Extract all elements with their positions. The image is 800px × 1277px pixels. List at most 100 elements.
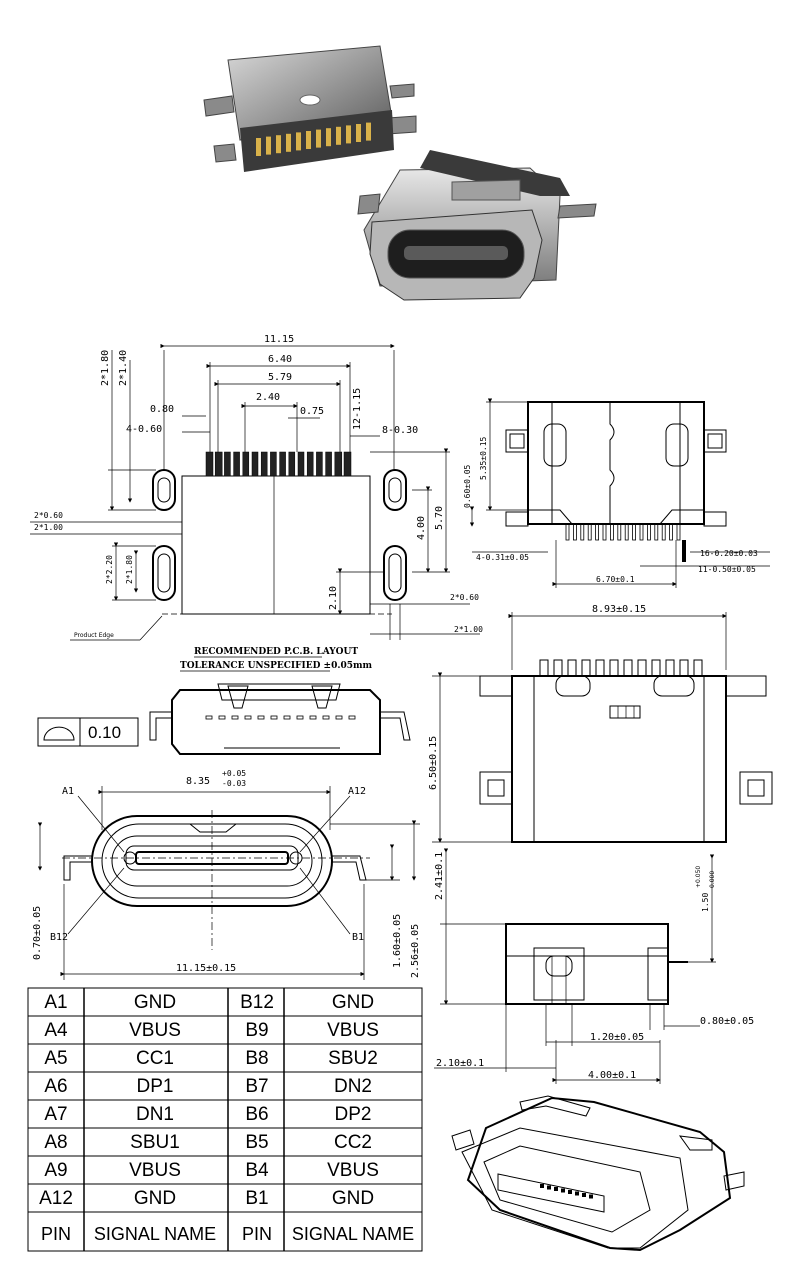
bottom-pin — [553, 659, 563, 677]
dim-2x0-60-left: 2*0.60 — [34, 511, 63, 520]
dim-6-50: 6.50±0.15 — [428, 736, 439, 790]
signal-cell: GND — [332, 1188, 374, 1209]
photo-pin — [346, 125, 351, 144]
profile-pin — [322, 715, 330, 720]
pin-cell: A5 — [44, 1048, 67, 1069]
dim-8-030: 8-0.30 — [382, 425, 418, 436]
label-b12: B12 — [50, 932, 68, 943]
pin-cell: B12 — [240, 992, 274, 1013]
bottom-pin — [637, 659, 647, 677]
profile-of-surface-icon — [43, 726, 75, 741]
slot-left-top — [152, 469, 176, 511]
signal-pad — [242, 451, 250, 477]
dim-1-50-tol-minus: 0.000 — [709, 871, 716, 888]
flatness-value: 0.10 — [88, 723, 121, 742]
iso-pin — [575, 1191, 579, 1196]
profile-pin — [296, 715, 304, 720]
signal-pad — [205, 451, 214, 477]
front-opening-drawing: 8.35 +0.05 -0.03 A1 A12 B12 B1 0.70±0.05… — [32, 769, 421, 980]
signal-pad — [233, 451, 240, 477]
dim-2x1-40: 2*1.40 — [118, 350, 129, 386]
dim-8-35-tol-minus: -0.03 — [222, 779, 246, 788]
top-view-pins — [565, 523, 686, 562]
top-view-drawing: 5.35±0.15 0.60±0.05 4-0.31±0.05 6.70±0.1… — [463, 398, 770, 588]
profile-pin — [348, 715, 356, 720]
iso-pin — [554, 1187, 558, 1191]
dim-0-80: 0.80 — [150, 404, 174, 415]
pin-cell: A4 — [44, 1020, 68, 1041]
dim-5-79: 5.79 — [268, 372, 292, 383]
signal-cell: DN2 — [334, 1076, 372, 1097]
top-pin — [610, 523, 614, 541]
pin-cell: A9 — [44, 1160, 67, 1181]
profile-pins — [205, 715, 356, 720]
signal-pad — [334, 451, 343, 477]
dim-6-40: 6.40 — [268, 354, 292, 365]
pcb-layout-drawing: 11.15 6.40 5.79 2.40 0.80 0.75 4-0.60 12… — [30, 334, 483, 672]
bottom-pin — [693, 659, 703, 677]
signal-pad — [288, 451, 296, 477]
photo-pin — [356, 124, 361, 142]
pin-cell: B8 — [245, 1048, 268, 1069]
profile-pin — [205, 715, 213, 720]
slot-right-top — [383, 469, 407, 511]
profile-pin — [309, 715, 317, 720]
top-pin — [647, 523, 651, 541]
dim-2-40: 2.40 — [256, 392, 280, 403]
signal-cell: CC2 — [334, 1132, 372, 1153]
dim-11-15: 11.15 — [264, 334, 294, 345]
signal-cell: GND — [134, 992, 176, 1013]
dim-5-35: 5.35±0.15 — [479, 436, 488, 480]
dim-1-60: 1.60±0.05 — [392, 914, 403, 968]
signal-pad — [325, 451, 332, 477]
product-edge-label: Product Edge — [74, 632, 114, 639]
dim-2x1-00-right: 2*1.00 — [454, 625, 483, 634]
signal-pad — [251, 451, 259, 477]
top-pin — [682, 540, 686, 562]
dim-2-10-pm: 2.10±0.1 — [436, 1058, 484, 1069]
dim-4-031: 4-0.31±0.05 — [476, 553, 529, 562]
photo-pin — [296, 132, 301, 151]
bottom-pin — [539, 659, 549, 677]
pin-cell: A12 — [39, 1188, 73, 1209]
dim-1-50: 1.50 — [701, 893, 710, 912]
dim-8-93: 8.93±0.15 — [592, 604, 646, 615]
bottom-pin — [581, 659, 591, 677]
dim-0-75: 0.75 — [300, 406, 324, 417]
signal-cell: GND — [134, 1188, 176, 1209]
signal-cell: CC1 — [136, 1048, 174, 1069]
signal-cell: DP2 — [335, 1104, 372, 1125]
photo-pins-back — [256, 122, 371, 156]
top-pin — [639, 523, 644, 541]
slot-left-bottom — [152, 545, 176, 601]
top-pin — [565, 523, 570, 541]
dim-8-35-tol-plus: +0.05 — [222, 769, 246, 778]
bottom-pin — [665, 659, 675, 677]
signal-cell: SBU1 — [130, 1132, 180, 1153]
profile-pin — [283, 715, 291, 720]
connector-photo — [203, 45, 597, 301]
pin-cell: B4 — [245, 1160, 269, 1181]
connector-photo-front — [357, 150, 597, 301]
pin-cell: A6 — [44, 1076, 67, 1097]
dim-2x1-00-left: 2*1.00 — [34, 523, 63, 532]
side-view-drawing: 2.41±0.1 1.50 +0.050 0.000 0.80±0.05 1.2… — [434, 848, 754, 1084]
pin-cell: A8 — [44, 1132, 67, 1153]
top-pin — [661, 523, 666, 541]
pin-table-grid — [28, 988, 422, 1251]
isometric-pins — [540, 1184, 593, 1199]
pin-cell: A1 — [44, 992, 67, 1013]
pin-table-header-signal: SIGNAL NAME — [94, 1224, 216, 1244]
iso-pin — [589, 1194, 593, 1199]
dim-1-50-tol-plus: +0.050 — [695, 866, 702, 888]
bottom-pin — [595, 659, 605, 677]
dim-2-56: 2.56±0.05 — [410, 924, 421, 978]
dim-4-00-pm: 4.00±0.1 — [588, 1070, 636, 1081]
signal-cell: VBUS — [129, 1020, 181, 1041]
label-b1: B1 — [352, 932, 364, 943]
dim-4-060: 4-0.60 — [126, 424, 162, 435]
iso-pin — [561, 1188, 565, 1193]
bottom-view-pins — [539, 659, 703, 677]
photo-pin — [326, 128, 331, 147]
photo-pin — [316, 129, 321, 148]
